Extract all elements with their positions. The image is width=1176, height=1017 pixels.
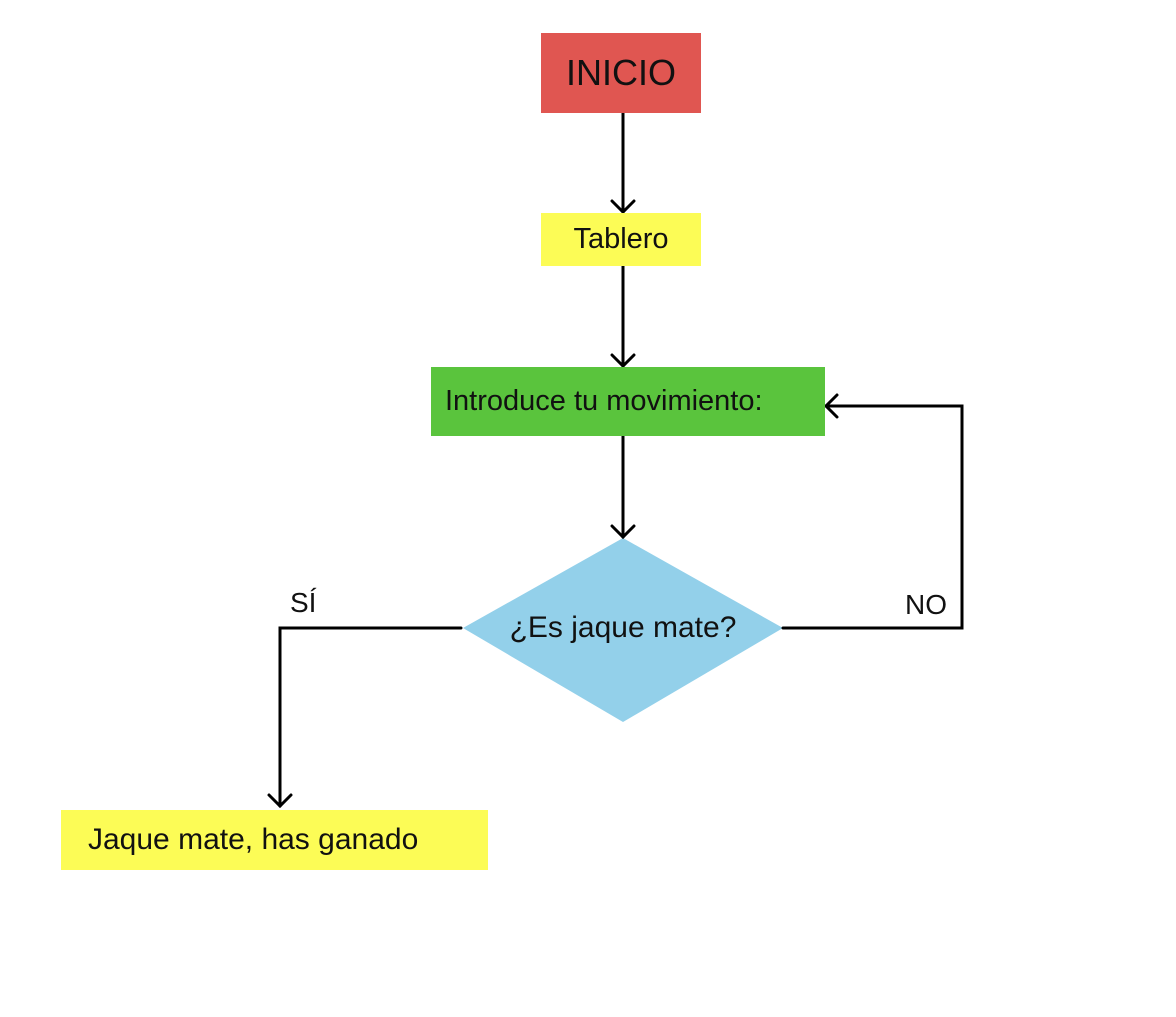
inicio-node: INICIO xyxy=(541,33,701,113)
decision-diamond xyxy=(463,538,783,722)
arrowhead-decision xyxy=(610,524,636,540)
arrowhead-movimiento xyxy=(610,353,636,369)
decision-label: ¿Es jaque mate? xyxy=(509,611,737,644)
arrowhead-loop xyxy=(823,393,839,419)
edge-decision-ganado xyxy=(278,626,463,808)
movimiento-node: Introduce tu movimiento: xyxy=(431,367,825,436)
edge-label-no: NO xyxy=(905,589,947,620)
edge-label-si: SÍ xyxy=(290,587,317,618)
arrowhead-tablero xyxy=(610,199,636,215)
edge-decision-movimiento-loop xyxy=(781,404,964,630)
inicio-label: INICIO xyxy=(565,52,676,93)
ganado-node: Jaque mate, has ganado xyxy=(61,810,488,870)
arrowhead-ganado xyxy=(267,793,293,809)
tablero-label: Tablero xyxy=(573,223,669,255)
tablero-node: Tablero xyxy=(541,213,701,266)
movimiento-label: Introduce tu movimiento: xyxy=(445,385,763,417)
ganado-label: Jaque mate, has ganado xyxy=(88,823,419,856)
